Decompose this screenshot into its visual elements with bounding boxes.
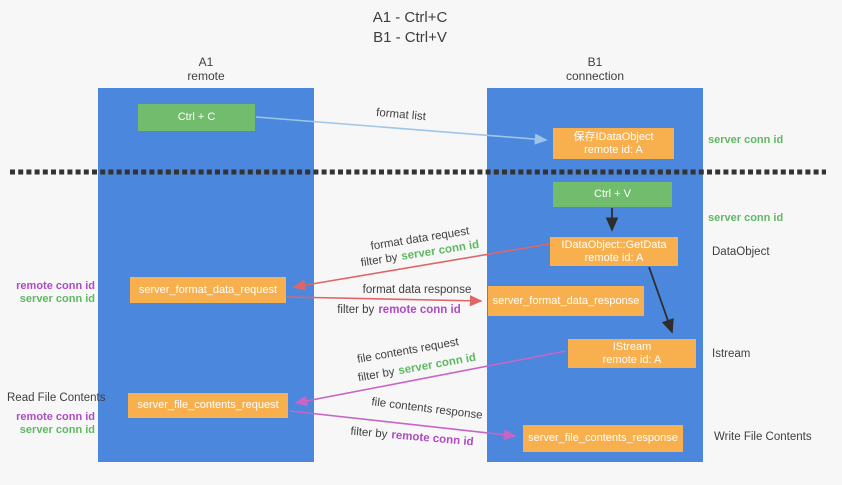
istream-annotation: Istream: [712, 348, 751, 360]
save-idataobject-node: 保存IDataObject remote id: A: [553, 128, 674, 159]
getdata-to-istream-arrow: [648, 266, 674, 334]
ctrl-v-label: Ctrl + V: [594, 188, 631, 200]
idataobject-getdata-node: IDataObject::GetData remote id: A: [550, 237, 678, 266]
format-data-response-arrow: [286, 295, 483, 307]
file-contents-response-arrow: [289, 410, 517, 441]
column-a1-name: A1: [198, 55, 214, 69]
ctrl-c-label: Ctrl + C: [177, 111, 216, 123]
idataobject-getdata-line2: remote id: A: [584, 251, 644, 264]
save-idataobject-line2: remote id: A: [584, 143, 643, 156]
column-header-a1: A1 remote: [126, 55, 286, 83]
column-b1-subtitle: connection: [565, 69, 625, 83]
write-file-contents-annotation: Write File Contents: [714, 431, 812, 443]
istream-line2: remote id: A: [602, 353, 662, 366]
dataobject-annotation: DataObject: [712, 246, 770, 258]
file-contents-request-arrow: [294, 350, 567, 407]
server-file-contents-request-node: server_file_contents_request: [128, 393, 288, 418]
file-request-conn-id-annotations: remote conn id server conn id: [0, 411, 95, 437]
server-conn-id-annotation-1: server conn id: [19, 293, 95, 305]
remote-conn-id-annotation-2: remote conn id: [16, 411, 95, 423]
format-list-arrow: [255, 116, 548, 145]
filter-by-text: filter by: [337, 304, 375, 316]
title-line-a1: A1 - Ctrl+C: [372, 9, 448, 26]
server-conn-id-annotation-2: server conn id: [19, 424, 95, 436]
server-format-data-request-node: server_format_data_request: [130, 277, 286, 303]
column-a1-subtitle: remote: [187, 69, 225, 83]
title-line-b1: B1 - Ctrl+V: [373, 29, 447, 46]
server-conn-id-annotation-top: server conn id: [708, 134, 784, 146]
server-file-contents-request-label: server_file_contents_request: [137, 399, 279, 411]
server-format-data-response-node: server_format_data_response: [488, 286, 644, 316]
server-file-contents-response-node: server_file_contents_response: [523, 425, 683, 452]
idataobject-getdata-line1: IDataObject::GetData: [561, 238, 667, 251]
server-file-contents-response-label: server_file_contents_response: [528, 432, 678, 444]
format-data-response-label: format data response: [362, 284, 472, 296]
remote-conn-id-text: remote conn id: [378, 304, 461, 316]
ctrl-c-node: Ctrl + C: [138, 104, 255, 131]
ctrl-v-node: Ctrl + V: [553, 182, 672, 207]
format-request-conn-id-annotations: remote conn id server conn id: [0, 280, 95, 306]
format-data-request-arrow: [292, 243, 550, 291]
read-file-contents-annotation: Read File Contents: [7, 392, 106, 404]
server-conn-id-annotation-ctrlv: server conn id: [708, 212, 784, 224]
save-idataobject-line1: 保存IDataObject: [573, 130, 654, 143]
diagram-title: A1 - Ctrl+C B1 - Ctrl+V: [290, 8, 530, 48]
server-format-data-request-label: server_format_data_request: [138, 283, 278, 296]
server-format-data-response-label: server_format_data_response: [492, 294, 640, 307]
remote-conn-id-annotation-1: remote conn id: [16, 280, 95, 292]
istream-node: IStream remote id: A: [568, 339, 696, 368]
column-header-b1: B1 connection: [515, 55, 675, 83]
column-b1-name: B1: [587, 55, 603, 69]
istream-line1: IStream: [612, 340, 652, 353]
